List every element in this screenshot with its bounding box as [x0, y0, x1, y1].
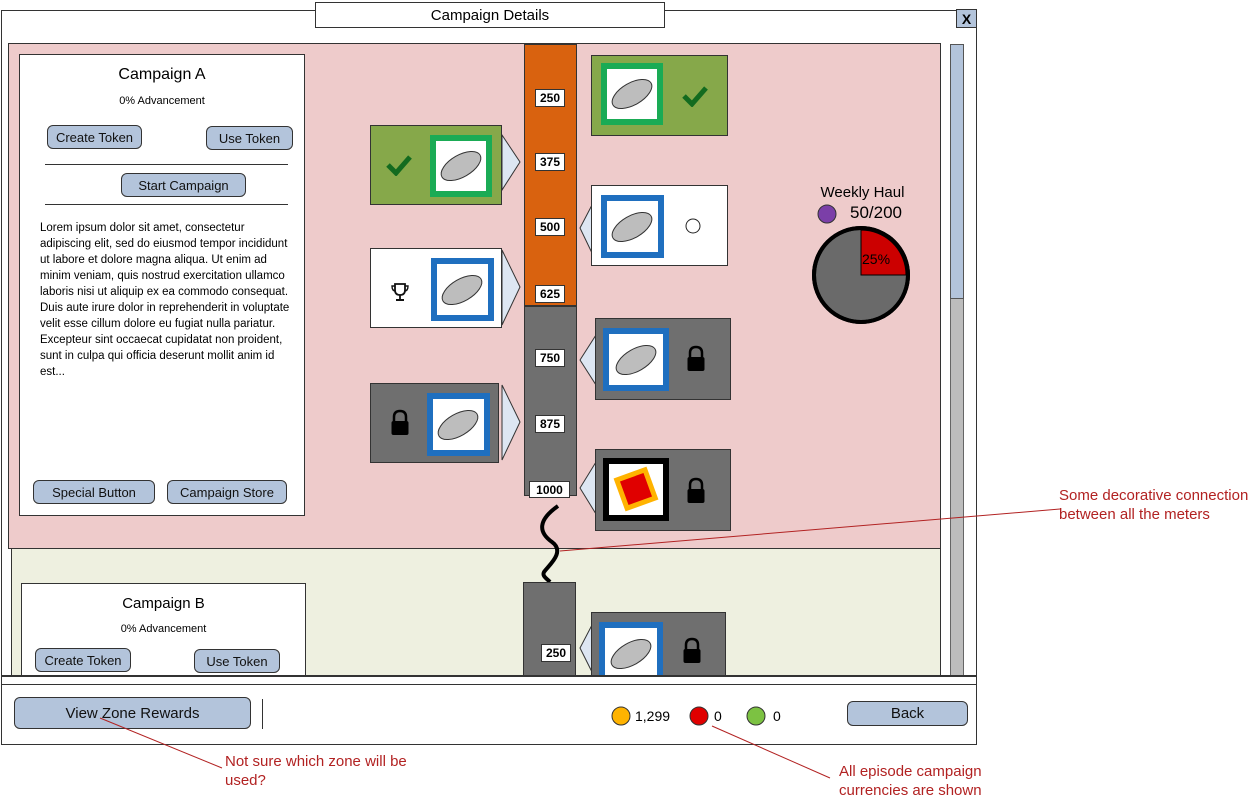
currency-gold: 1,299: [610, 705, 670, 727]
back-button[interactable]: Back: [847, 701, 968, 726]
annotation-zone: Not sure which zone will be used?: [225, 753, 407, 789]
meter-a-unlocked-bar: [524, 44, 577, 306]
decorative-meter-connector: [540, 504, 560, 584]
weekly-haul-pie-slice: [860, 229, 907, 276]
currency-red: 0: [688, 705, 722, 727]
campaign-scroll-area[interactable]: Campaign A 0% Advancement Create Token U…: [0, 0, 1257, 676]
reward-card-375[interactable]: [370, 125, 502, 205]
currency-gold-value: 1,299: [635, 708, 671, 724]
reward-item-icon: [603, 328, 669, 391]
divider: [45, 164, 288, 165]
footer-divider: [1, 675, 977, 677]
campaign-a-description: Lorem ipsum dolor sit amet, consectetur …: [40, 222, 290, 378]
checkmark-icon: [386, 155, 412, 176]
reward-item-icon: [431, 258, 494, 321]
scrollbar-thumb[interactable]: [950, 44, 964, 299]
reward-card-250[interactable]: [591, 55, 728, 136]
reward-card-750[interactable]: [595, 318, 731, 400]
lock-icon: [391, 409, 409, 435]
campaign-a-title: Campaign A: [118, 66, 206, 83]
meter-label-875: 875: [535, 415, 565, 433]
weekly-haul-value: 50/200: [850, 203, 902, 222]
reward-item-icon: [430, 135, 492, 197]
meter-label-250: 250: [535, 89, 565, 107]
gold-coin-icon: [611, 706, 631, 726]
lock-icon: [687, 477, 705, 503]
weekly-haul-title: Weekly Haul: [820, 184, 905, 201]
available-circle-icon: [685, 218, 701, 234]
meter-label-750: 750: [535, 349, 565, 367]
campaign-b-title: Campaign B: [122, 595, 205, 612]
reward-card-1000[interactable]: [595, 449, 731, 531]
annotation-currencies: All episode campaign currencies are show…: [839, 763, 982, 799]
reward-card-625[interactable]: [370, 248, 502, 328]
trophy-icon: [391, 283, 409, 301]
campaign-store-button[interactable]: Campaign Store: [167, 480, 287, 504]
campaign-a-advancement: 0% Advancement: [119, 95, 205, 107]
reward-card-875[interactable]: [370, 383, 499, 463]
red-gem-icon: [689, 706, 709, 726]
meter-label-500: 500: [535, 218, 565, 236]
campaign-b-create-token-button[interactable]: Create Token: [35, 648, 131, 672]
meter-label-1000: 1000: [529, 481, 570, 498]
view-zone-rewards-button[interactable]: View Zone Rewards: [14, 697, 251, 729]
haul-currency-icon: [817, 204, 837, 224]
start-campaign-button[interactable]: Start Campaign: [121, 173, 246, 197]
close-button[interactable]: X: [956, 9, 977, 28]
meter-label-375: 375: [535, 153, 565, 171]
meter-label-625: 625: [535, 285, 565, 303]
lock-icon: [683, 637, 701, 663]
lock-icon: [687, 345, 705, 371]
divider: [45, 204, 288, 205]
reward-card-500[interactable]: [591, 185, 728, 266]
campaign-b-advancement: 0% Advancement: [120, 623, 207, 635]
campaign-a-create-token-button[interactable]: Create Token: [47, 125, 142, 149]
reward-item-icon: [601, 195, 664, 258]
campaign-a-use-token-button[interactable]: Use Token: [206, 126, 293, 150]
footer-divider: [1, 684, 977, 685]
weekly-haul-percent: 25%: [862, 251, 891, 267]
checkmark-icon: [682, 86, 708, 107]
campaign-b-use-token-button[interactable]: Use Token: [194, 649, 280, 673]
reward-item-icon: [427, 393, 490, 456]
annotation-decorative-connection: Some decorative connection between all t…: [1059, 487, 1249, 523]
meter-a-locked-bar: [524, 306, 577, 496]
meter-b-label-250: 250: [541, 644, 571, 662]
special-button[interactable]: Special Button: [33, 480, 155, 504]
currency-green: 0: [745, 705, 781, 727]
reward-connectors: [501, 133, 597, 673]
reward-item-icon: [599, 622, 663, 676]
grand-reward-icon: [603, 458, 669, 521]
currency-green-value: 0: [773, 708, 781, 724]
window-title: Campaign Details: [315, 2, 665, 28]
weekly-haul-pie: [812, 226, 910, 324]
footer-separator: [262, 699, 263, 729]
green-gem-icon: [746, 706, 766, 726]
campaign-b-reward-card-250[interactable]: [591, 612, 726, 676]
reward-item-icon: [601, 63, 663, 125]
currency-red-value: 0: [714, 708, 722, 724]
